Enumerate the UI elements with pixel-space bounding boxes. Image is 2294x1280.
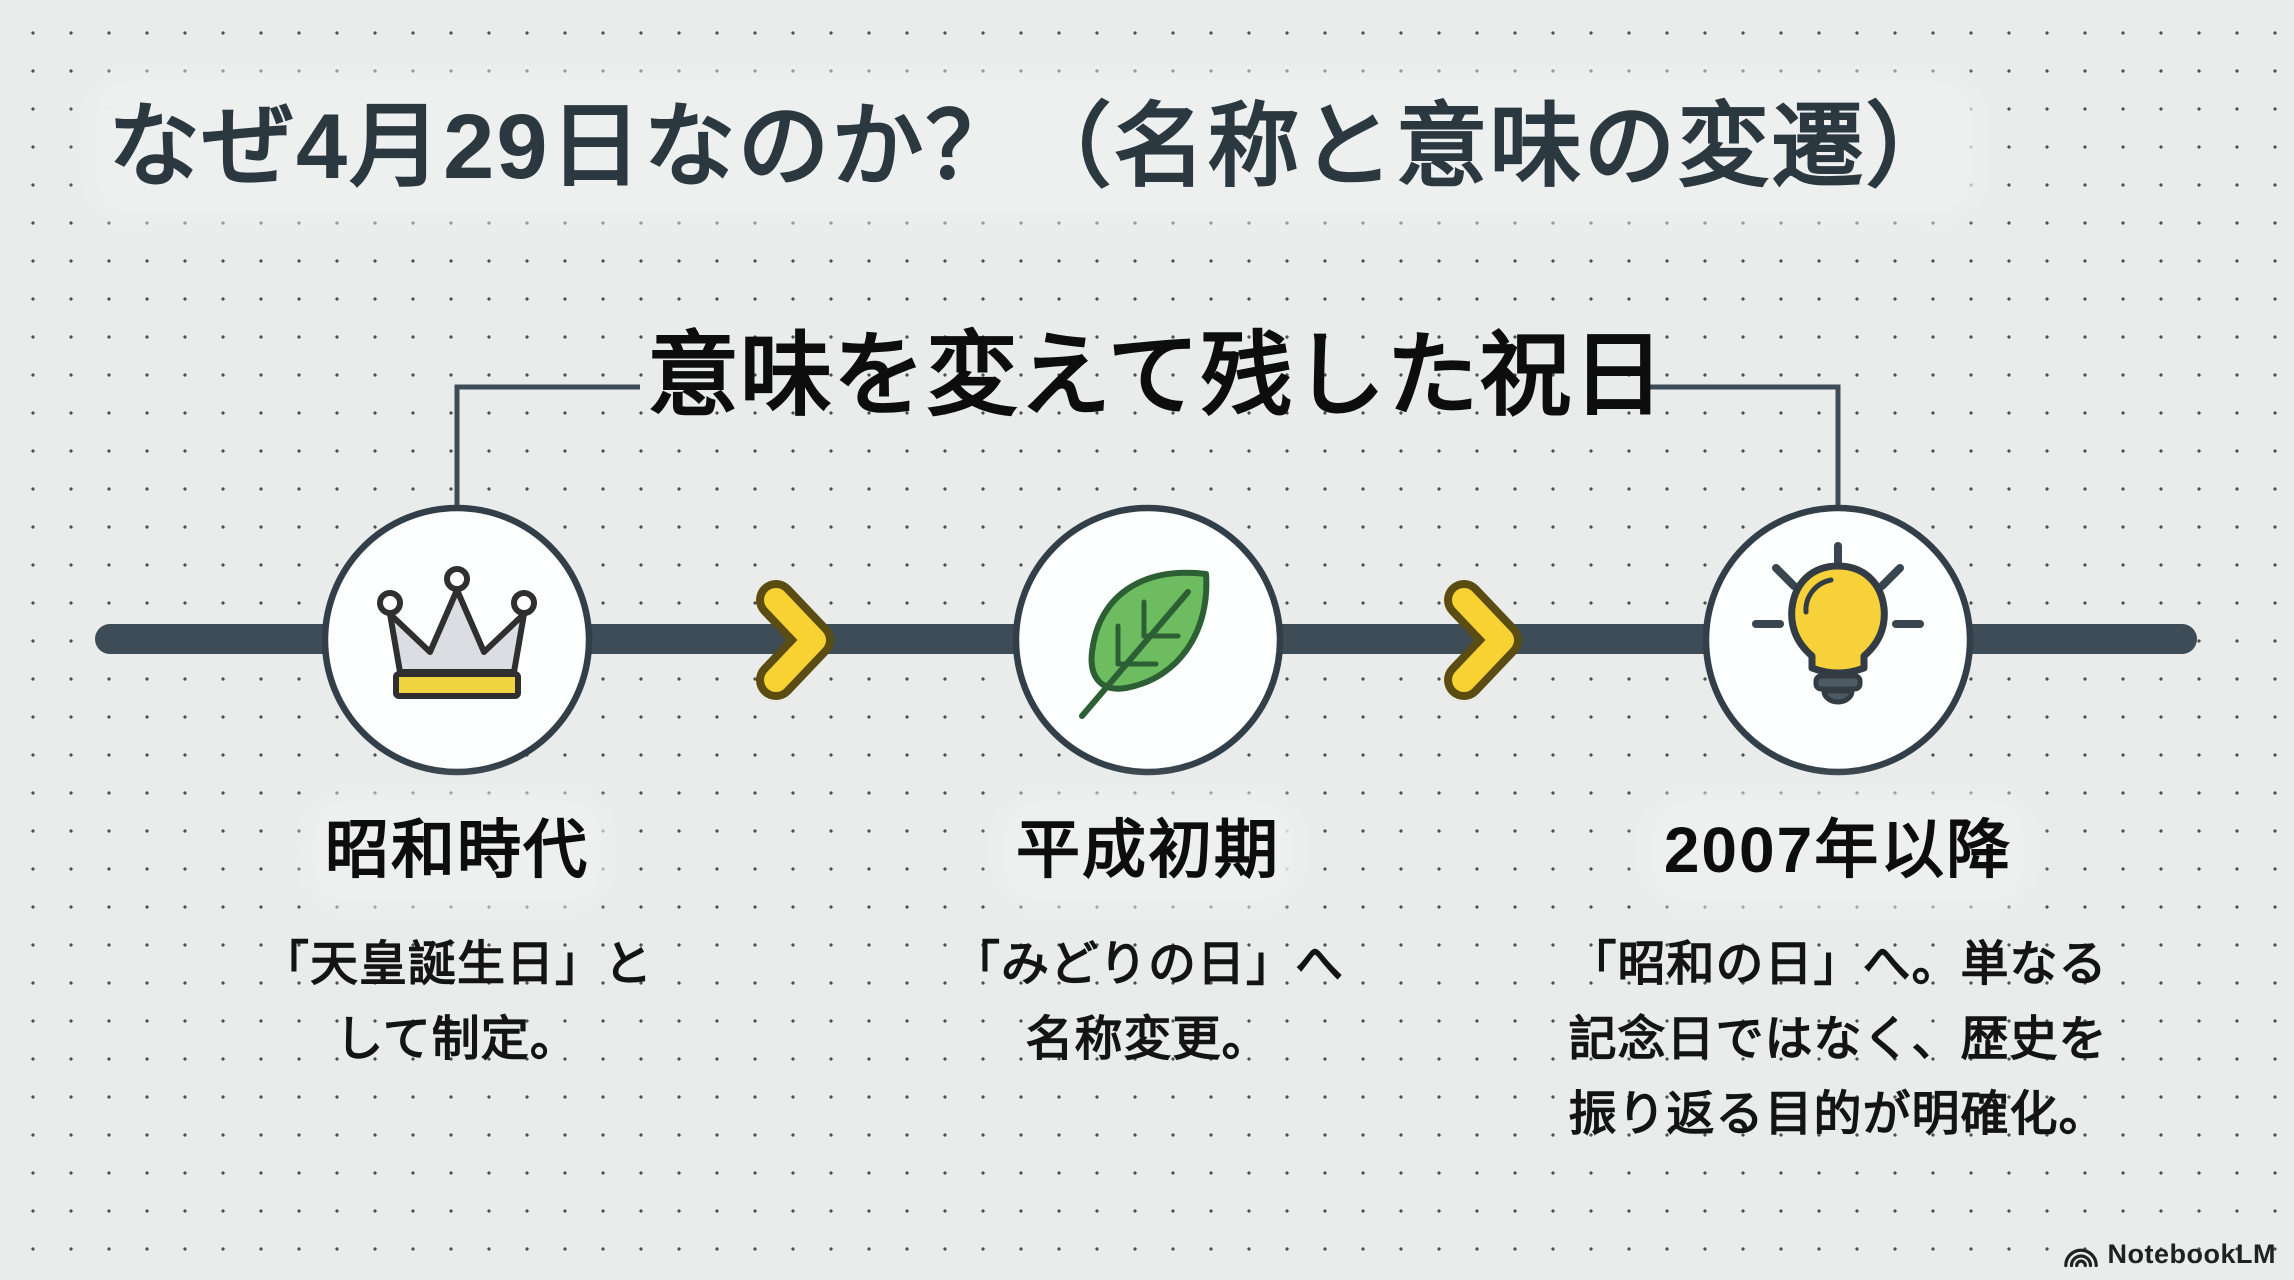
stage-column-heisei: 平成初期 「みどりの日」へ 名称変更。 xyxy=(798,812,1498,1077)
lightbulb-icon xyxy=(1752,542,1924,705)
timeline-heading: 意味を変えて残した祝日 xyxy=(647,325,1666,427)
notebooklm-label: NotebookLM xyxy=(2107,1239,2276,1269)
connector-lines xyxy=(454,384,1841,512)
stage-description: 「天皇誕生日」と して制定。 xyxy=(260,937,653,1066)
stage-label: 2007年以降 xyxy=(1663,812,2013,889)
arrow-chevron-1 xyxy=(756,580,834,700)
page-title: なぜ4月29日なのか？（名称と意味の変遷） xyxy=(108,92,1960,203)
notebooklm-logo-icon xyxy=(2063,1248,2098,1267)
stage-column-showa: 昭和時代 「天皇誕生日」と して制定。 xyxy=(107,812,807,1077)
arrow-chevron-2 xyxy=(1444,580,1522,700)
stage-column-2007: 2007年以降 「昭和の日」へ。単なる 記念日ではなく、歴史を 振り返る目的が明… xyxy=(1488,812,2188,1152)
stage-node-2007 xyxy=(1702,504,1974,776)
stage-node-heisei xyxy=(1012,504,1284,776)
stage-label: 昭和時代 xyxy=(325,812,589,889)
stage-description: 「昭和の日」へ。単なる 記念日ではなく、歴史を 振り返る目的が明確化。 xyxy=(1568,937,2108,1141)
leaf-icon xyxy=(1079,569,1210,719)
crown-icon xyxy=(377,566,537,699)
stage-node-showa xyxy=(321,504,593,776)
notebooklm-brand: NotebookLM xyxy=(2062,1239,2276,1270)
stage-label: 平成初期 xyxy=(1016,812,1280,889)
stage-description: 「みどりの日」へ 名称変更。 xyxy=(951,937,1344,1066)
